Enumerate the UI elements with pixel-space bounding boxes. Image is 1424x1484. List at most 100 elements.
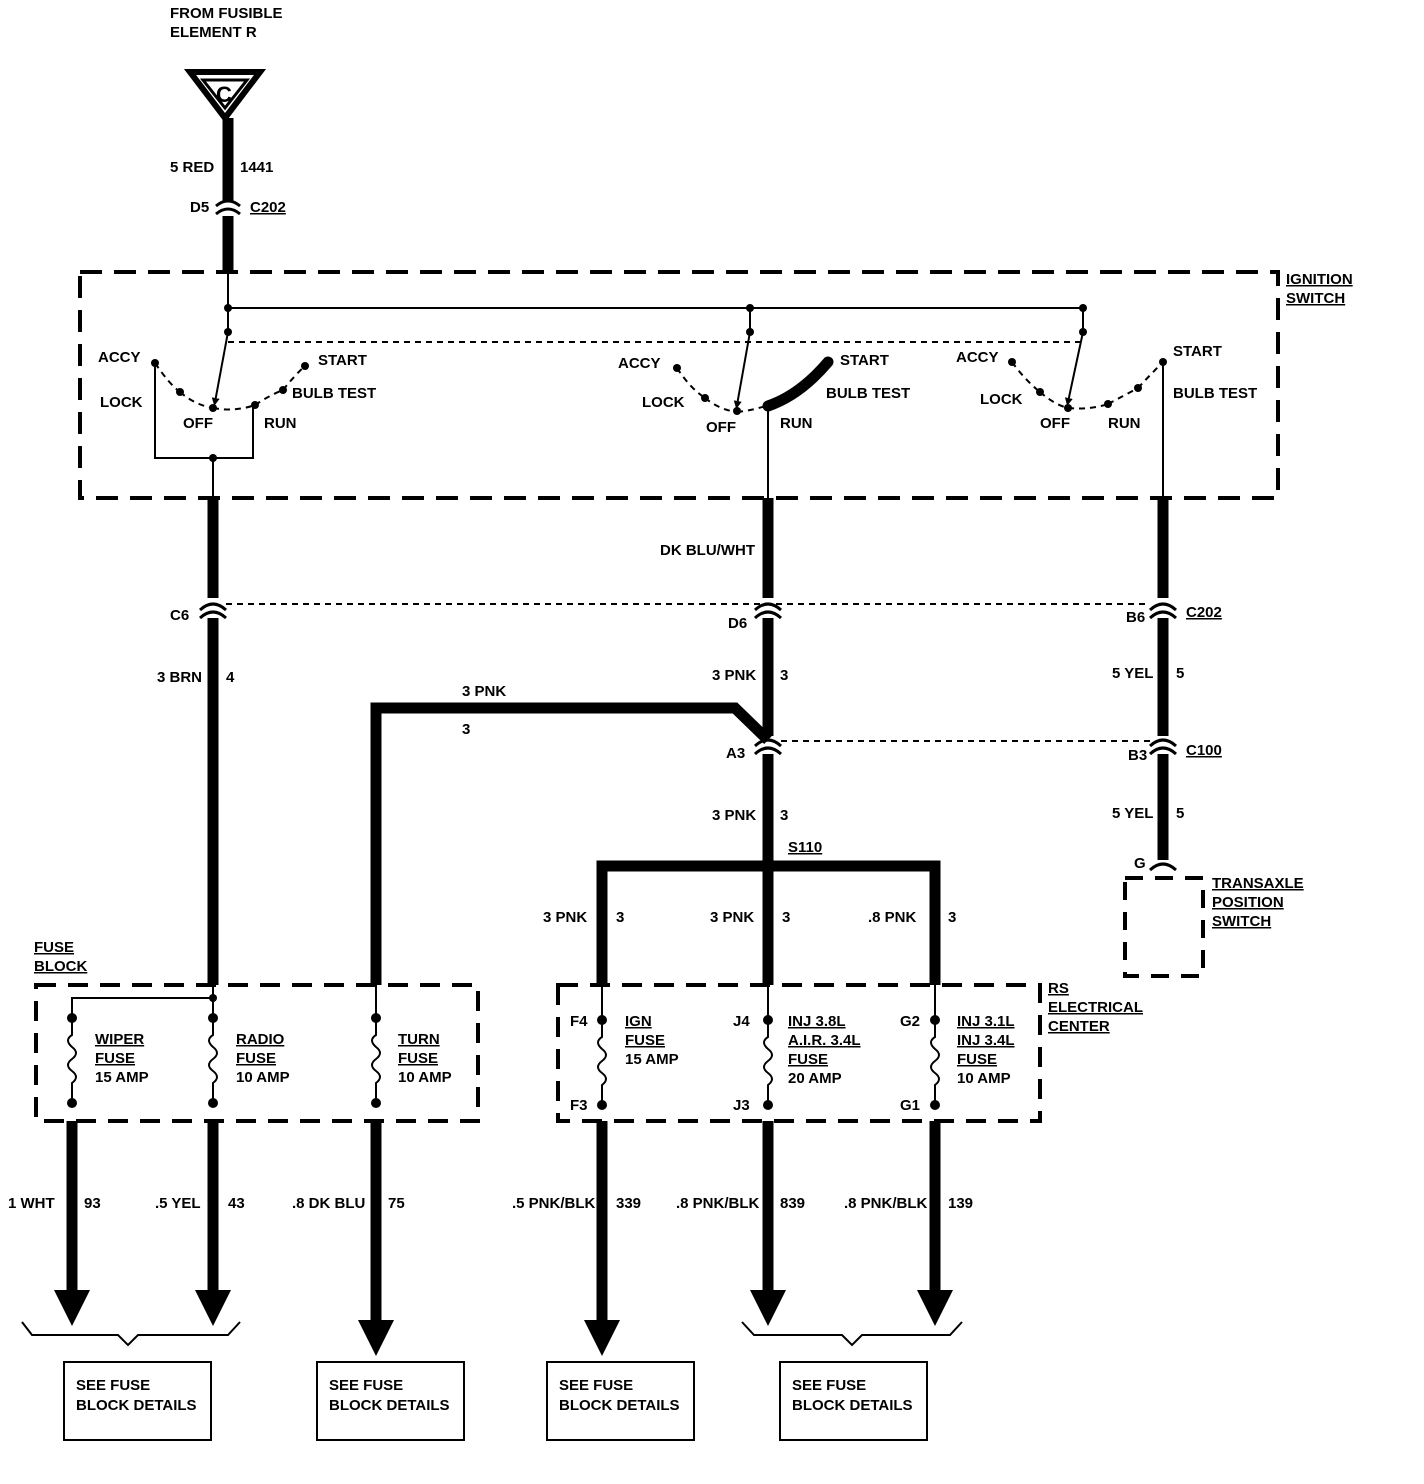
- yel-lower-circuit: 5: [1176, 805, 1184, 822]
- j4-feed-gauge-color: 3 PNK: [710, 909, 754, 926]
- section2-start: START: [840, 352, 889, 369]
- bus-node-2: [746, 304, 754, 312]
- output3-gauge-color: .8 DK BLU: [292, 1195, 365, 1212]
- wiper-fuse-word: FUSE: [95, 1050, 135, 1067]
- rs-fuse1-in: F4: [570, 1013, 588, 1030]
- ignition-switch-label-line1: IGNITION: [1286, 271, 1353, 288]
- f4-feed-circuit: 3: [616, 909, 624, 926]
- rs-fuse2-line2: A.I.R. 3.4L: [788, 1032, 861, 1049]
- connector-c100-label: C100: [1186, 742, 1222, 759]
- switch-section-3: [1008, 331, 1167, 498]
- connector-d5-label: D5: [190, 199, 209, 216]
- wiper-fuse-name: WIPER: [95, 1031, 144, 1048]
- rs-fuse3-line2: INJ 3.4L: [957, 1032, 1015, 1049]
- rs-fuse3-in: G2: [900, 1013, 920, 1030]
- bracket-right: [741, 1321, 963, 1347]
- rs-label-line3: CENTER: [1048, 1018, 1110, 1035]
- pnk-branch-gauge-color: 3 PNK: [462, 683, 506, 700]
- output2-circuit: 43: [228, 1195, 245, 1212]
- output-wire-1: [54, 1121, 90, 1326]
- s110-left-branch: [596, 860, 768, 985]
- output4-gauge-color: .5 PNK/BLK: [512, 1195, 596, 1212]
- rs-fuse3-line4: 10 AMP: [957, 1070, 1011, 1087]
- section3-bulb-test: BULB TEST: [1173, 385, 1257, 402]
- see-box-1-line2: BLOCK DETAILS: [76, 1397, 197, 1414]
- turn-fuse-rating: 10 AMP: [398, 1069, 452, 1086]
- splice-s110-label: S110: [788, 839, 822, 856]
- rs-fuse2-line3: FUSE: [788, 1051, 828, 1068]
- ignition-switch-label-line2: SWITCH: [1286, 290, 1345, 307]
- ign-fuse-element: [597, 985, 607, 1110]
- output1-circuit: 93: [84, 1195, 101, 1212]
- connector-c6-label: C6: [170, 607, 189, 624]
- output6-circuit: 139: [948, 1195, 973, 1212]
- section2-bulb-test: BULB TEST: [826, 385, 910, 402]
- bracket-left: [21, 1321, 241, 1347]
- yel-upper-circuit: 5: [1176, 665, 1184, 682]
- section3-run: RUN: [1108, 415, 1141, 432]
- output-wire-3: [358, 1121, 394, 1356]
- rs-fuse2-in: J4: [733, 1013, 750, 1030]
- see-box-2-line2: BLOCK DETAILS: [329, 1397, 450, 1414]
- connector-b3-label: B3: [1128, 747, 1147, 764]
- output4-circuit: 339: [616, 1195, 641, 1212]
- connector-c202-top-label: C202: [250, 199, 286, 216]
- section3-accy: ACCY: [956, 349, 999, 366]
- g2-feed-circuit: 3: [948, 909, 956, 926]
- fusible-element-letter: C: [216, 82, 232, 107]
- section1-bulb-test: BULB TEST: [292, 385, 376, 402]
- connector-d5-symbol: [215, 199, 241, 216]
- fuse-block-bus: [71, 985, 214, 1018]
- rs-fuse3-line3: FUSE: [957, 1051, 997, 1068]
- output5-circuit: 839: [780, 1195, 805, 1212]
- wiper-fuse-element: [67, 1013, 77, 1108]
- yel-lower-gauge-color: 5 YEL: [1112, 805, 1153, 822]
- transaxle-label-line2: POSITION: [1212, 894, 1284, 911]
- rs-label-line2: ELECTRICAL: [1048, 999, 1143, 1016]
- fusible-link-symbol: C: [183, 69, 267, 123]
- radio-fuse-name: RADIO: [236, 1031, 285, 1048]
- section2-accy: ACCY: [618, 355, 661, 372]
- output-wire-4: [584, 1121, 620, 1356]
- rs-fuse2-line1: INJ 3.8L: [788, 1013, 846, 1030]
- section1-lock: LOCK: [100, 394, 143, 411]
- pnk-upper-circuit: 3: [780, 667, 788, 684]
- rs-fuse3-line1: INJ 3.1L: [957, 1013, 1015, 1030]
- output5-gauge-color: .8 PNK/BLK: [676, 1195, 760, 1212]
- see-box-4-line1: SEE FUSE: [792, 1377, 866, 1394]
- section2-off: OFF: [706, 419, 736, 436]
- s110-right-branch: [768, 860, 941, 985]
- switch-section-1: [151, 331, 309, 498]
- output3-circuit: 75: [388, 1195, 405, 1212]
- connector-c202-mid-label: C202: [1186, 604, 1222, 621]
- transaxle-switch-box: [1123, 876, 1205, 978]
- see-box-1-line1: SEE FUSE: [76, 1377, 150, 1394]
- see-box-3-line1: SEE FUSE: [559, 1377, 633, 1394]
- pnk-upper-gauge-color: 3 PNK: [712, 667, 756, 684]
- output6-gauge-color: .8 PNK/BLK: [844, 1195, 928, 1212]
- radio-fuse-word: FUSE: [236, 1050, 276, 1067]
- rs-fuse2-line4: 20 AMP: [788, 1070, 842, 1087]
- g2-feed-gauge-color: .8 PNK: [868, 909, 917, 926]
- source-label-line2: ELEMENT R: [170, 24, 257, 41]
- fuse-block-label-line2: BLOCK: [34, 958, 87, 975]
- bus-node-3: [1079, 304, 1087, 312]
- pnk-lower-circuit: 3: [780, 807, 788, 824]
- connector-d6-symbol: [753, 602, 783, 620]
- section1-start: START: [318, 352, 367, 369]
- connector-c6-symbol: [198, 602, 228, 620]
- ignition-switch-box: [78, 270, 1280, 500]
- radio-fuse-element: [208, 998, 218, 1108]
- radio-fuse-rating: 10 AMP: [236, 1069, 290, 1086]
- transaxle-label-line3: SWITCH: [1212, 913, 1271, 930]
- section3-start: START: [1173, 343, 1222, 360]
- connector-b6-label: B6: [1126, 609, 1145, 626]
- see-box-4: [779, 1361, 928, 1441]
- switch-section-2: [673, 331, 834, 498]
- connector-d6-label: D6: [728, 615, 747, 632]
- connector-b6-symbol: [1148, 602, 1178, 620]
- connector-a3-label: A3: [726, 745, 745, 762]
- yel-upper-gauge-color: 5 YEL: [1112, 665, 1153, 682]
- section1-off: OFF: [183, 415, 213, 432]
